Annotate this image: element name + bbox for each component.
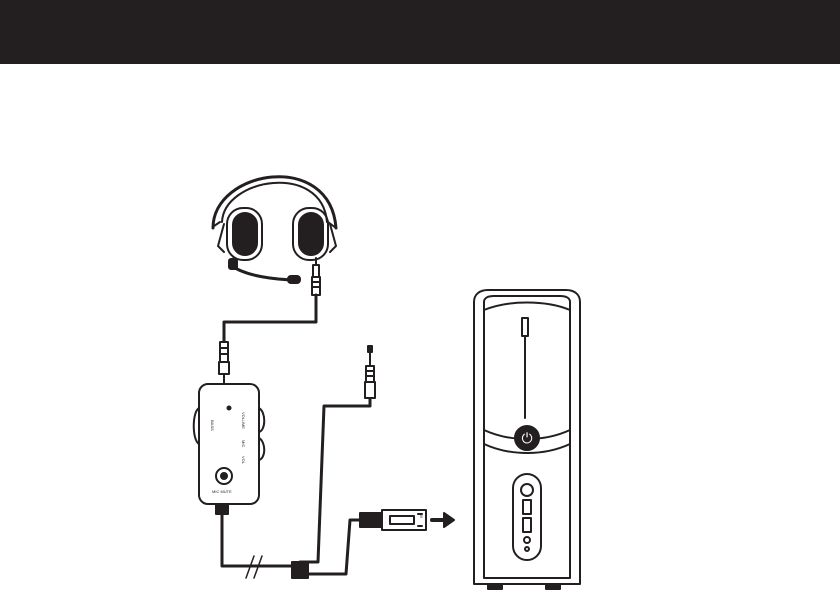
controller-label-vol: VOL [241,456,246,465]
controller-label-bass: BASS [210,420,215,431]
usb-cable [308,520,360,574]
headset-plug-icon [312,258,320,295]
inline-controller-icon [194,384,265,514]
usb-pin-mark: ≡ [420,514,423,520]
usb-plug-icon [360,510,426,530]
cable-junction [292,562,308,578]
arrow-right-icon [432,513,454,527]
aux-plug-icon [365,346,375,398]
controller-label-volume: VOLUME [241,412,246,429]
auxiliary-cable [300,398,370,562]
controller-label-mute: MIC MUTE [212,489,232,494]
controller-label-mic: MIC [241,440,246,447]
controller-cable [222,514,296,566]
controller-input-plug-icon [219,342,229,384]
headset-cable [224,295,316,342]
power-button-icon: ⏻ [521,431,532,447]
